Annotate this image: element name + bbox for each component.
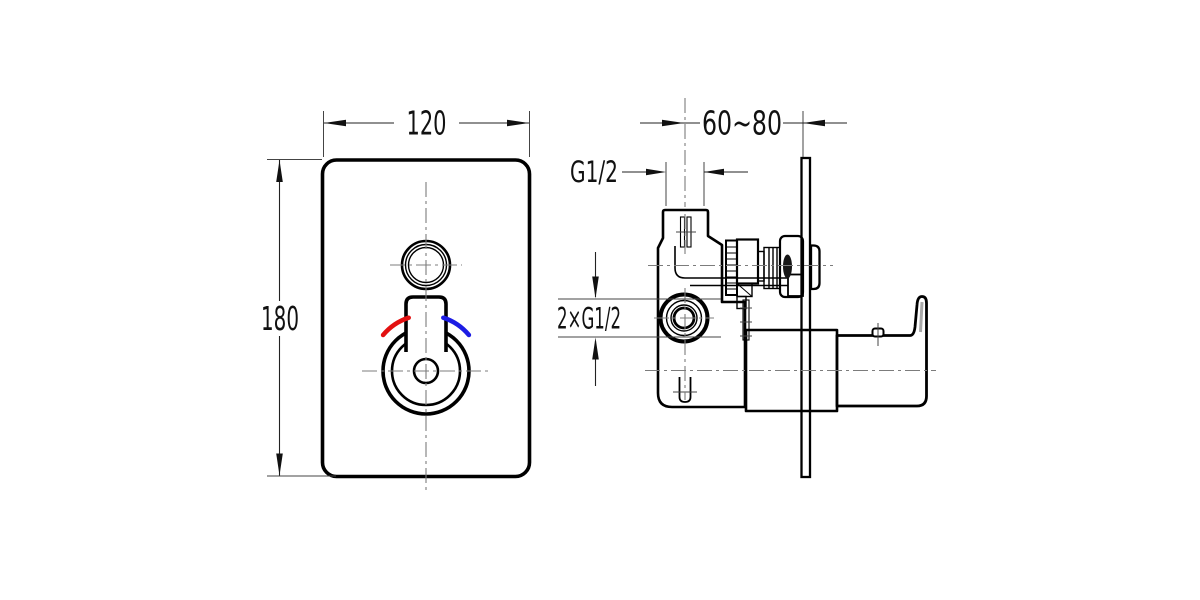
diverter-button-side (809, 244, 821, 291)
wall-plate-side (800, 156, 812, 479)
dimension-height: 180 (261, 159, 336, 477)
cold-water-arc (441, 315, 472, 338)
side-view: 60~80 G1/2 2×G1/2 (557, 98, 936, 479)
handle-side (835, 295, 928, 408)
dimension-depth: 60~80 (640, 104, 847, 157)
dimension-top-port: G1/2 (570, 155, 748, 206)
inlet-dim-label: 2×G1/2 (557, 302, 621, 336)
diverter-mechanism (725, 234, 805, 341)
width-dim-label: 120 (407, 104, 447, 143)
top-port-thread (676, 216, 696, 248)
mechanism-screw (783, 254, 792, 279)
dimension-inlets: 2×G1/2 (557, 252, 721, 386)
depth-dim-label: 60~80 (702, 104, 782, 143)
side-centerlines (645, 98, 936, 400)
front-centerlines (362, 182, 492, 490)
height-dim-label: 180 (261, 299, 299, 338)
top-port-dim-label: G1/2 (570, 155, 618, 189)
front-view: 120 180 (261, 104, 532, 490)
dimension-width: 120 (323, 104, 530, 157)
hot-water-arc (380, 315, 411, 338)
